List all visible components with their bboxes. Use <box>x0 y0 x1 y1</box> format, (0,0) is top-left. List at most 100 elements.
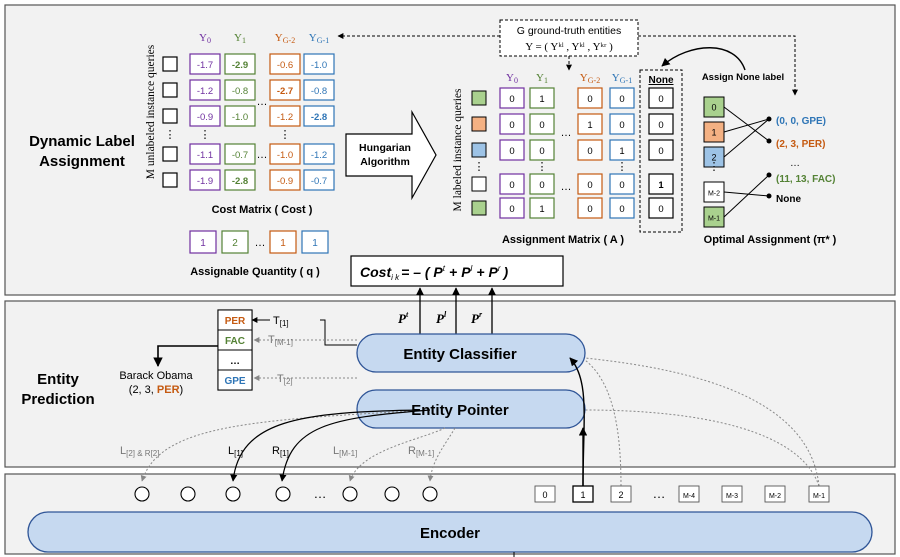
cost-formula-p3: P <box>489 264 499 280</box>
cost-value: -0.6 <box>277 60 293 71</box>
cost-cell <box>269 53 301 75</box>
cost-formula-p1-sup: t <box>443 264 446 273</box>
assign-value: 1 <box>619 146 624 157</box>
instance-query-label: M-4 <box>683 493 695 500</box>
pointer-curve-rm1 <box>427 427 456 482</box>
qty-value: 2 <box>232 238 238 249</box>
assign-cell <box>609 197 635 219</box>
instance-query-2 <box>610 485 632 503</box>
cost-value: -1.9 <box>197 176 213 187</box>
qty-cell <box>221 230 249 254</box>
cost-vdots: ⋮ <box>165 129 176 141</box>
prob-label-pr: Pr <box>471 310 483 326</box>
cost-value: -1.0 <box>232 112 248 123</box>
instance-query-4 <box>678 485 700 503</box>
optimal-query-label: M-1 <box>708 216 720 223</box>
cost-formula-plus1: + <box>449 264 457 280</box>
query2-to-classifier <box>584 359 622 487</box>
cost-vdots: ⋮ <box>280 129 291 141</box>
optimal-query-vdots: ⋮ <box>709 161 720 173</box>
assign-cell <box>577 197 603 219</box>
type-input-t1: T[1] <box>273 315 289 328</box>
assign-cell <box>499 87 525 109</box>
cost-formula-lhs: Cost <box>360 264 392 280</box>
assign-value: 0 <box>619 94 624 105</box>
pointer-output-rm1: R[M-1] <box>408 445 434 458</box>
optimal-link <box>723 118 770 158</box>
entity-type-0: PER <box>225 316 246 327</box>
ep-title-line2: Prediction <box>21 391 94 408</box>
qty-cell <box>269 230 297 254</box>
instance-query-label: 1 <box>580 490 585 500</box>
assign-query-4 <box>471 200 487 216</box>
assign-value: 0 <box>539 120 544 131</box>
encoder-token <box>422 486 438 502</box>
cost-value: -2.7 <box>277 86 293 97</box>
instance-query-label: 0 <box>542 490 547 500</box>
result-line1: Barack Obama <box>119 370 193 382</box>
encoder-label: Encoder <box>420 525 480 542</box>
assign-value: 0 <box>587 180 592 191</box>
querym1-to-classifier <box>584 357 820 487</box>
pointer-output-l2r2: L[2] & R[2] <box>120 445 159 458</box>
prob-label-pl: Pl <box>436 310 447 326</box>
none-value: 0 <box>658 204 663 215</box>
cost-cell <box>224 79 256 101</box>
assign-vdots: ⋮ <box>474 161 485 173</box>
none-value: 0 <box>658 146 663 157</box>
ep-panel <box>4 300 896 468</box>
assign-cell <box>609 87 635 109</box>
instance-query-dots: … <box>653 486 666 501</box>
assign-value: 0 <box>509 204 514 215</box>
entity-pointer <box>356 389 586 429</box>
cost-formula-p2: P <box>461 264 471 280</box>
assign-cell <box>577 173 603 195</box>
assign-cell <box>577 87 603 109</box>
qty-cell <box>189 230 217 254</box>
cost-cell <box>189 169 221 191</box>
cost-query-4 <box>162 172 178 188</box>
instance-query-label: M-1 <box>813 493 825 500</box>
qty-dots: … <box>255 237 266 249</box>
cost-header-2: YG-2 <box>275 32 295 45</box>
cost-formula: Costi k= – ( Pt+Pl+Pr) <box>360 264 509 282</box>
cost-formula-p3-sup: r <box>498 264 501 273</box>
type-input-t2: T[2] <box>277 373 293 386</box>
assign-header-2: YG-2 <box>580 72 600 85</box>
cost-cell <box>189 53 221 75</box>
prob-label-pt: Pt <box>398 310 409 326</box>
optimal-query-label: M-2 <box>708 191 720 198</box>
cost-caption: Cost Matrix ( Cost ) <box>212 204 313 216</box>
encoder <box>27 511 873 553</box>
optimal-query-label: 1 <box>711 128 716 138</box>
token-dots: … <box>314 486 327 501</box>
assign-cell <box>499 197 525 219</box>
assign-value: 1 <box>539 94 544 105</box>
assign-value: 1 <box>587 120 592 131</box>
pointer-curve-l2r2 <box>140 409 431 482</box>
assign-value: 1 <box>539 204 544 215</box>
pointer-output-lm1: L[M-1] <box>333 445 357 458</box>
none-cell <box>648 113 674 135</box>
none-value: 0 <box>658 120 663 131</box>
none-value: 0 <box>658 94 663 105</box>
cost-formula-lhs-sub: i k <box>391 273 400 282</box>
cost-value: -1.0 <box>277 150 293 161</box>
optimal-query-label: 2 <box>711 153 716 163</box>
pointer-curve-l1 <box>230 409 421 482</box>
assign-value: 0 <box>619 180 624 191</box>
cost-value: -0.7 <box>232 150 248 161</box>
assign-caption: Assignment Matrix ( A ) <box>502 234 624 246</box>
result-line2: (2, 3, PER) <box>129 384 183 396</box>
assign-cell <box>577 113 603 135</box>
cost-vdots: ⋮ <box>200 129 211 141</box>
entity-classifier-label: Entity Classifier <box>403 346 517 363</box>
cost-formula-close: ) <box>502 264 509 280</box>
optimal-link <box>723 106 770 142</box>
encoder-token <box>384 486 400 502</box>
cost-side-label: M unlabeled instance queries <box>145 44 157 179</box>
assign-cell <box>577 139 603 161</box>
